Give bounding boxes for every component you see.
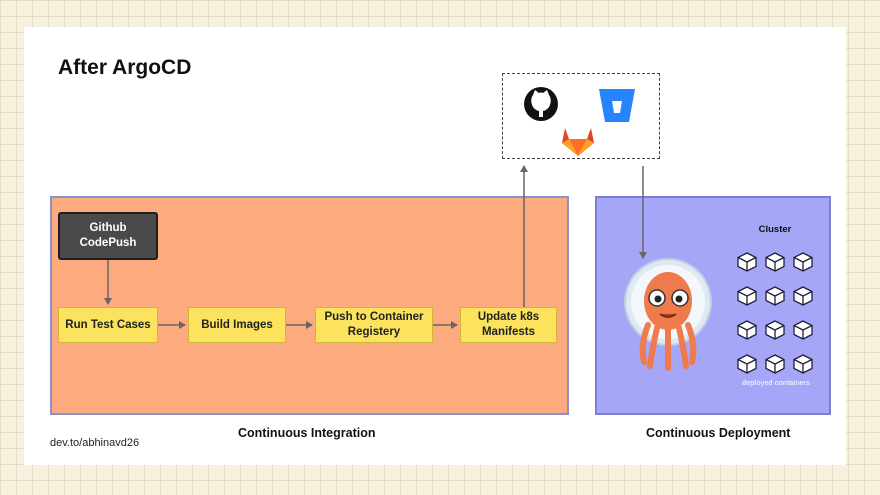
continuous-deployment-label: Continuous Deployment [646, 426, 791, 440]
source-repository-box [502, 73, 660, 159]
build-images-node: Build Images [188, 307, 286, 343]
deployed-containers-label: deployed containers [741, 380, 811, 387]
cube-icon [765, 252, 785, 272]
github-icon [524, 87, 558, 121]
cube-icon [765, 354, 785, 374]
cube-icon [765, 286, 785, 306]
continuous-integration-label: Continuous Integration [238, 426, 376, 440]
cube-icon [737, 252, 757, 272]
page-title: After ArgoCD [58, 56, 192, 79]
cube-icon [765, 320, 785, 340]
push-to-registry-node: Push to Container Registery [315, 307, 433, 343]
gitlab-icon [562, 128, 594, 156]
cube-icon [793, 320, 813, 340]
cube-icon [793, 286, 813, 306]
github-codepush-node: Github CodePush [58, 212, 158, 260]
bitbucket-icon [599, 89, 635, 122]
update-manifests-node: Update k8s Manifests [460, 307, 557, 343]
cluster-label: Cluster [758, 224, 792, 235]
cube-icon [737, 286, 757, 306]
cube-icon [793, 354, 813, 374]
cube-icon [737, 320, 757, 340]
run-test-cases-node: Run Test Cases [58, 307, 158, 343]
cube-icon [737, 354, 757, 374]
cube-icon [793, 252, 813, 272]
footer-credit: dev.to/abhinavd26 [50, 437, 140, 449]
